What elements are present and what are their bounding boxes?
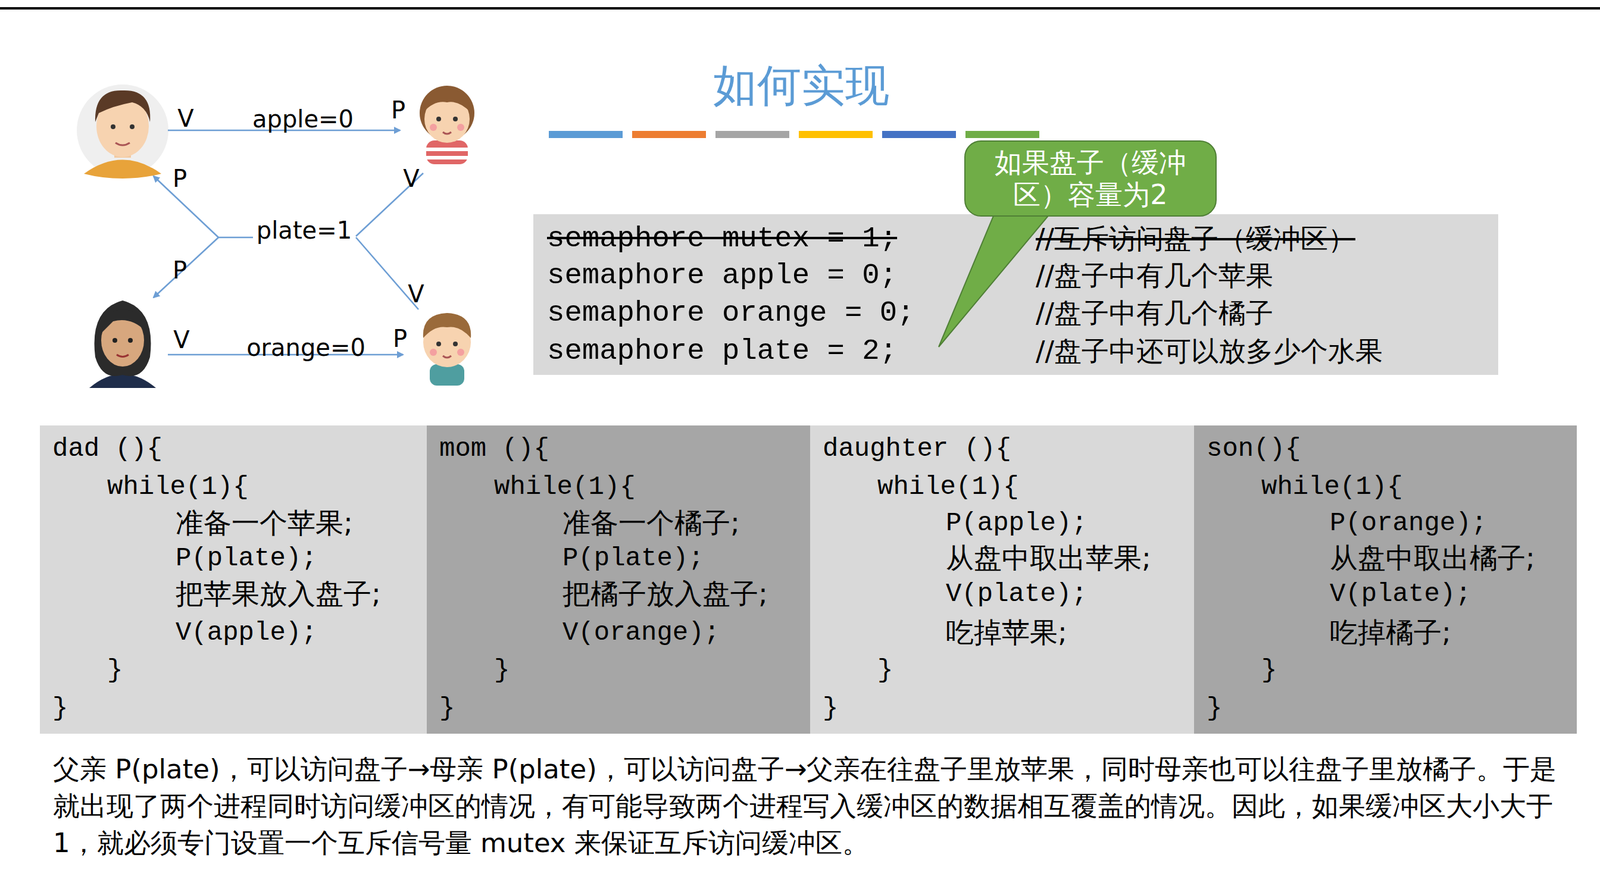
code-line: P(orange); <box>1329 505 1487 542</box>
callout-text: 如果盘子（缓冲区）容量为2 <box>979 146 1202 211</box>
code-line: V(apple); <box>175 614 318 651</box>
code-panel: dad (){while(1){准备一个苹果;P(plate);把苹果放入盘子;… <box>39 425 427 734</box>
code-line: 从盘中取出橘子; <box>1329 540 1536 577</box>
code-line: 从盘中取出苹果; <box>945 540 1152 577</box>
code-line: } <box>107 652 123 689</box>
arrow-label: V <box>401 164 421 193</box>
arrow-label: plate=1 <box>255 216 353 245</box>
code-line: semaphore orange = 0; <box>547 295 915 331</box>
arrow-label: P <box>171 164 189 193</box>
code-line: P(apple); <box>945 505 1088 542</box>
code-line: } <box>877 652 893 689</box>
code-line: daughter (){ <box>822 430 1012 467</box>
code-line: V(plate); <box>1329 576 1472 612</box>
arrow-label: P <box>171 256 189 284</box>
code-comment: //互斥访问盘子（缓冲区） <box>1035 220 1356 257</box>
code-line: 把苹果放入盘子; <box>175 576 381 612</box>
code-panel: mom (){while(1){准备一个橘子;P(plate);把橘子放入盘子;… <box>426 425 811 734</box>
code-line: 准备一个苹果; <box>175 505 353 542</box>
daughter-figure <box>419 85 475 165</box>
code-line: P(plate); <box>175 540 318 577</box>
code-line: 吃掉橘子; <box>1329 614 1452 651</box>
code-line: } <box>1206 690 1223 727</box>
code-line: son(){ <box>1206 430 1301 467</box>
code-line: dad (){ <box>52 430 163 467</box>
arrow-label: apple=0 <box>251 105 355 133</box>
arrows <box>153 130 424 355</box>
code-line: semaphore apple = 0; <box>547 257 898 294</box>
code-line: } <box>439 690 455 727</box>
code-comment: //盘子中还可以放多少个水果 <box>1035 333 1383 370</box>
arrow-label: P <box>391 325 409 353</box>
code-line: V(orange); <box>562 614 720 651</box>
code-line: semaphore mutex = 1; <box>547 220 898 257</box>
code-panel: daughter (){while(1){P(apple);从盘中取出苹果;V(… <box>810 425 1195 734</box>
callout-box: 如果盘子（缓冲区）容量为2 <box>964 140 1217 217</box>
code-line: } <box>822 690 839 727</box>
code-panel: son(){while(1){P(orange);从盘中取出橘子;V(plate… <box>1194 425 1577 734</box>
code-comment: //盘子中有几个橘子 <box>1035 295 1274 331</box>
code-line: 准备一个橘子; <box>562 505 740 542</box>
code-line: while(1){ <box>494 469 636 505</box>
code-comment: //盘子中有几个苹果 <box>1035 257 1274 294</box>
arrow-label: P <box>389 96 407 124</box>
arrow-label: orange=0 <box>245 333 367 362</box>
top-rule <box>0 7 1600 10</box>
code-line: while(1){ <box>107 469 249 505</box>
son-figure <box>423 313 471 386</box>
arrow-label: V <box>176 104 195 133</box>
mom-figure <box>89 300 156 389</box>
arrow-label: V <box>172 326 191 354</box>
code-line: V(plate); <box>945 576 1088 612</box>
code-line: while(1){ <box>877 469 1020 505</box>
code-line: while(1){ <box>1261 469 1403 505</box>
arrow-label: V <box>406 280 425 308</box>
caption: 父亲 P(plate)，可以访问盘子→母亲 P(plate)，可以访问盘子→父亲… <box>52 751 1577 862</box>
dad-figure <box>76 84 169 179</box>
code-line: } <box>494 652 510 689</box>
color-bar <box>548 130 1040 139</box>
code-line: } <box>52 690 68 727</box>
code-line: P(plate); <box>562 540 705 577</box>
code-line: semaphore plate = 2; <box>547 333 898 370</box>
code-line: 把橘子放入盘子; <box>562 576 768 612</box>
slide-title: 如何实现 <box>713 56 890 117</box>
code-line: mom (){ <box>439 430 550 467</box>
code-line: 吃掉苹果; <box>945 614 1068 651</box>
code-line: } <box>1261 652 1277 689</box>
